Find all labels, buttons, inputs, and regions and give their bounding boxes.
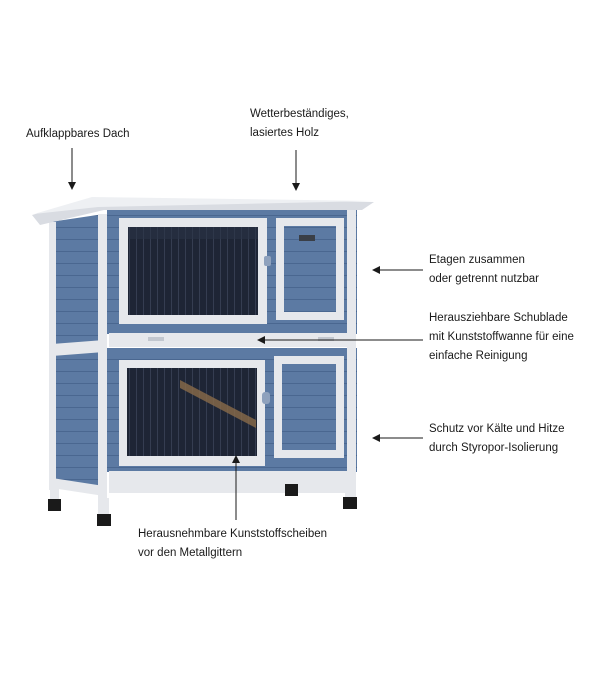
foot-middle bbox=[285, 484, 298, 496]
foot-back-left bbox=[48, 499, 61, 511]
label-panels-line-1: Herausnehmbare Kunststoffscheiben bbox=[138, 528, 328, 540]
hutch-post-right bbox=[347, 208, 356, 498]
label-insulation-line-2: durch Styropor-Isolierung bbox=[429, 442, 559, 454]
label-drawer: Herausziehbare Schublade mit Kunststoffw… bbox=[429, 309, 574, 366]
drawer-handle-left bbox=[148, 337, 164, 341]
label-drawer-line-2: mit Kunststoffwanne für eine bbox=[429, 331, 574, 343]
label-panels-line-2: vor den Metallgittern bbox=[138, 547, 243, 559]
label-insulation-line-1: Schutz vor Kälte und Hitze bbox=[429, 423, 565, 435]
lower-door-latch-icon bbox=[262, 392, 270, 404]
hutch-side-bottom-rail bbox=[52, 478, 104, 496]
callout-arrows bbox=[68, 148, 423, 520]
drawer-handle-right bbox=[318, 337, 334, 341]
label-floors-line-1: Etagen zusammen bbox=[429, 254, 525, 266]
hutch-roof-top bbox=[34, 197, 374, 214]
leg-front-right bbox=[345, 480, 355, 498]
upper-large-door-window-glare bbox=[128, 227, 258, 239]
label-floors: Etagen zusammen oder getrennt nutzbar bbox=[429, 251, 539, 289]
lower-door-ramp bbox=[180, 380, 256, 428]
hutch-bottom-skirt bbox=[109, 483, 347, 493]
foot-front-left bbox=[97, 514, 111, 526]
upper-door-latch-icon bbox=[264, 256, 271, 266]
hutch-side-mid-rail bbox=[52, 340, 104, 356]
label-wood-line-1: Wetterbeständiges, bbox=[250, 108, 349, 120]
leg-front-left bbox=[99, 498, 109, 516]
label-floors-line-2: oder getrennt nutzbar bbox=[429, 273, 539, 285]
brand-plate-icon bbox=[299, 235, 315, 241]
label-panels: Herausnehmbare Kunststoffscheiben vor de… bbox=[138, 525, 327, 563]
label-drawer-line-1: Herausziehbare Schublade bbox=[429, 312, 568, 324]
label-roof: Aufklappbares Dach bbox=[26, 125, 130, 144]
foot-front-right bbox=[343, 497, 357, 509]
hutch-post-left-front bbox=[98, 214, 107, 514]
drawer-rail bbox=[109, 333, 353, 347]
hutch-bottom-rail bbox=[109, 471, 353, 483]
label-drawer-line-3: einfache Reinigung bbox=[429, 350, 528, 362]
label-wood-line-2: lasiertes Holz bbox=[250, 127, 320, 139]
upper-large-door-window bbox=[128, 227, 258, 315]
hutch-post-left-back bbox=[49, 222, 56, 490]
label-wood: Wetterbeständiges, lasiertes Holz bbox=[250, 105, 349, 143]
label-roof-line-1: Aufklappbares Dach bbox=[26, 128, 130, 140]
hutch bbox=[32, 197, 374, 526]
label-insulation: Schutz vor Kälte und Hitze durch Styropo… bbox=[429, 420, 565, 458]
lower-small-door-panel bbox=[282, 364, 336, 450]
leg-back-left bbox=[50, 488, 59, 500]
